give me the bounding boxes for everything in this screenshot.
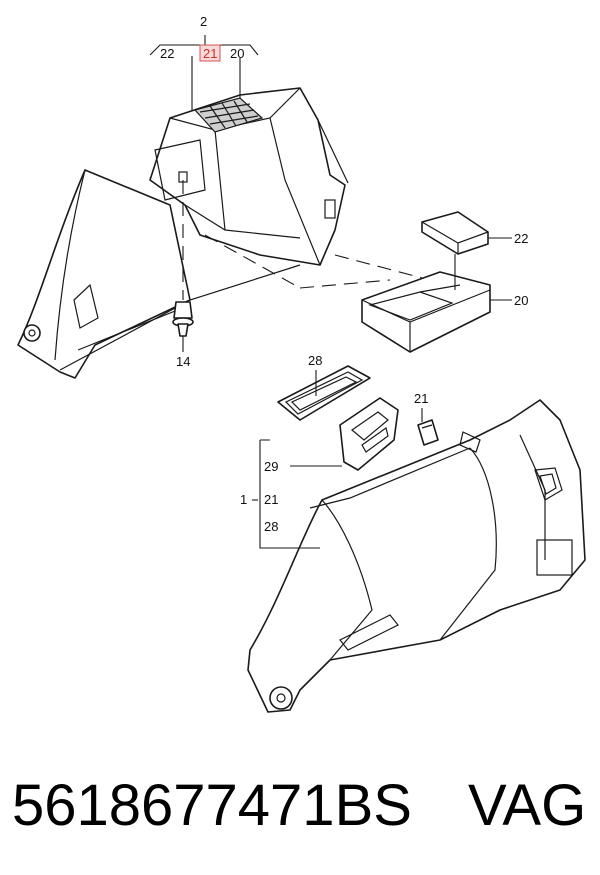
- callout-2: 2: [200, 14, 207, 29]
- leader-lines: [149, 35, 512, 549]
- callout-20-right: 20: [514, 293, 528, 308]
- callout-21-group: 21: [264, 492, 278, 507]
- callout-28-group: 28: [264, 519, 278, 534]
- panel-29: [339, 397, 399, 471]
- tray-20: [361, 271, 491, 353]
- fastener-14: [172, 171, 194, 337]
- callout-labels: 2 22 21 20 22 20 14 28 21 29 1 21 28: [160, 14, 528, 534]
- callout-29: 29: [264, 459, 278, 474]
- upper-side-trim: [17, 169, 301, 379]
- callout-14: 14: [176, 354, 190, 369]
- mesh-lid-21: [193, 97, 264, 133]
- clip-21: [417, 419, 439, 446]
- callout-20-top: 20: [230, 46, 244, 61]
- callout-21-highlight: [199, 44, 221, 62]
- callout-21-top: 21: [203, 46, 217, 61]
- part-number: 5618677471BS: [12, 773, 412, 838]
- brand: VAG: [468, 773, 586, 838]
- mat-28: [277, 365, 371, 421]
- callout-28-top: 28: [308, 353, 322, 368]
- callout-22-top: 22: [160, 46, 174, 61]
- cover-22: [421, 211, 489, 290]
- callout-21-mid: 21: [414, 391, 428, 406]
- callout-1: 1: [240, 492, 247, 507]
- lower-side-trim-1: [247, 399, 586, 713]
- callout-22-right: 22: [514, 231, 528, 246]
